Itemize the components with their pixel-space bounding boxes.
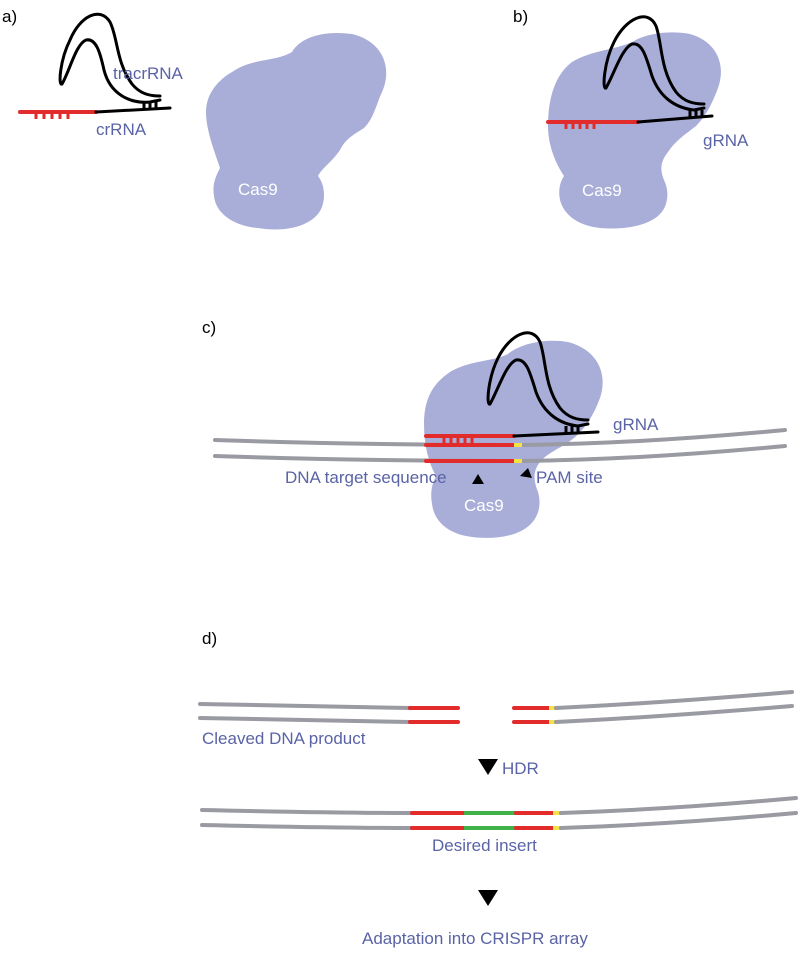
grna-repeat-c xyxy=(512,430,600,438)
panel-b: b) Cas9 gRNA xyxy=(513,7,749,229)
panel-d-letter: d) xyxy=(202,629,217,648)
hdr-arrow-icon xyxy=(478,759,498,775)
crrna-teeth xyxy=(34,112,70,119)
grna-label-b: gRNA xyxy=(703,131,749,150)
cleaved-left-top xyxy=(198,702,412,710)
tracrrna-strand xyxy=(58,12,162,104)
panel-b-letter: b) xyxy=(513,7,528,26)
grna-teeth-red-b xyxy=(564,122,596,129)
grna-loop-b xyxy=(602,15,706,112)
grna-repeat-b xyxy=(636,114,714,124)
panel-a-letter: a) xyxy=(2,7,17,26)
crrna-repeat xyxy=(94,106,172,114)
cleaved-dna-label: Cleaved DNA product xyxy=(202,729,366,748)
crrna-label: crRNA xyxy=(96,120,147,139)
repaired-right-bottom xyxy=(559,811,798,830)
tracrrna-teeth xyxy=(142,101,158,109)
target-arrow-icon xyxy=(472,474,484,484)
target-sequence-label: DNA target sequence xyxy=(285,468,447,487)
repaired-left-bottom xyxy=(200,823,414,830)
cleaved-right-top xyxy=(554,690,794,710)
cleaved-left-bottom xyxy=(198,716,412,724)
panel-a: a) Cas9 tracrRNA crRNA xyxy=(2,7,387,230)
adaptation-arrow-icon xyxy=(478,890,498,906)
panel-c: c) Cas9 gRNA DNA target se xyxy=(202,318,787,538)
cas9-protein-c xyxy=(424,340,603,538)
grna-teeth-red-c xyxy=(442,436,474,443)
grna-label-c: gRNA xyxy=(613,415,659,434)
cleaved-right-bottom xyxy=(554,704,794,724)
grna-loop-c xyxy=(486,331,590,428)
pam-arrow-icon xyxy=(520,468,532,478)
panel-d: d) Cleaved DNA product HDR Desired inser… xyxy=(198,629,798,948)
cas9-label-c: Cas9 xyxy=(464,496,504,515)
cas9-protein-a xyxy=(206,32,387,230)
repaired-left-top xyxy=(200,808,414,815)
desired-insert-label: Desired insert xyxy=(432,836,537,855)
cas9-protein-b xyxy=(548,32,721,229)
adaptation-label: Adaptation into CRISPR array xyxy=(362,929,588,948)
pam-site-label: PAM site xyxy=(536,468,603,487)
panel-c-letter: c) xyxy=(202,318,216,337)
cas9-label-b: Cas9 xyxy=(582,181,622,200)
repaired-right-top xyxy=(559,796,798,815)
hdr-label: HDR xyxy=(502,759,539,778)
grna-teeth-black-b xyxy=(688,110,704,118)
grna-teeth-black-c xyxy=(564,426,580,434)
tracrrna-label: tracrRNA xyxy=(113,64,184,83)
cas9-label-a: Cas9 xyxy=(238,180,278,199)
